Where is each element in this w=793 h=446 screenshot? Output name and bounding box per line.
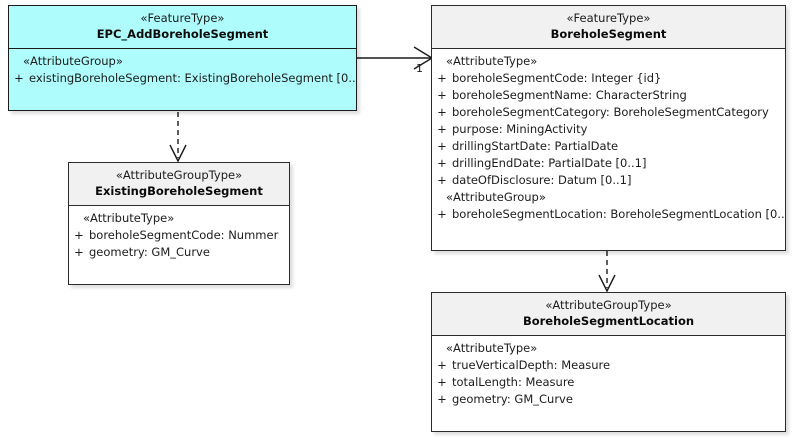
attribute-row[interactable]: + existingBoreholeSegment: ExistingBoreh… <box>9 70 356 87</box>
attribute-visibility: + <box>437 207 447 221</box>
class-box-epc-add-borehole-segment[interactable]: «FeatureType» EPC_AddBoreholeSegment «At… <box>8 5 357 111</box>
attribute-row[interactable]: + totalLength: Measure <box>432 374 785 391</box>
attribute-row[interactable]: + purpose: MiningActivity <box>432 121 785 138</box>
class-header-borehole-segment: «FeatureType» BoreholeSegment <box>432 6 785 49</box>
class-title: BoreholeSegmentLocation <box>522 314 695 328</box>
attribute-signature: boreholeSegmentCode: Integer {id} <box>452 71 662 85</box>
compartment-stereotype: «AttributeType» <box>446 341 538 355</box>
attribute-visibility: + <box>437 88 447 102</box>
attribute-visibility: + <box>14 71 24 85</box>
attribute-signature: drillingStartDate: PartialDate <box>452 139 619 153</box>
class-header-epc-add-borehole-segment: «FeatureType» EPC_AddBoreholeSegment <box>9 6 356 49</box>
class-body-epc-add-borehole-segment: «AttributeGroup» + existingBoreholeSegme… <box>9 49 356 93</box>
attribute-row[interactable]: + boreholeSegmentCode: Integer {id} <box>432 70 785 87</box>
attribute-row[interactable]: + dateOfDisclosure: Datum [0..1] <box>432 172 785 189</box>
association-multiplicity-label: 1 <box>416 62 423 75</box>
attribute-visibility: + <box>74 228 84 242</box>
attribute-row[interactable]: + drillingEndDate: PartialDate [0..1] <box>432 155 785 172</box>
attribute-signature: purpose: MiningActivity <box>452 122 588 136</box>
class-stereotype: «FeatureType» <box>140 11 225 25</box>
class-body-existing-borehole-segment: «AttributeType» + boreholeSegmentCode: N… <box>69 206 289 267</box>
attribute-signature: dateOfDisclosure: Datum [0..1] <box>452 173 632 187</box>
attribute-row[interactable]: + geometry: GM_Curve <box>69 244 289 261</box>
attribute-signature: geometry: GM_Curve <box>89 245 210 259</box>
attribute-signature: geometry: GM_Curve <box>452 392 573 406</box>
compartment-stereotype: «AttributeGroup» <box>23 54 123 68</box>
attribute-visibility: + <box>437 173 447 187</box>
attribute-signature: drillingEndDate: PartialDate [0..1] <box>452 156 647 170</box>
connector-dependency-existing-borehole-segment[interactable] <box>169 112 187 163</box>
attribute-visibility: + <box>437 358 447 372</box>
attribute-visibility: + <box>437 122 447 136</box>
class-header-existing-borehole-segment: «AttributeGroupType» ExistingBoreholeSeg… <box>69 163 289 206</box>
attribute-visibility: + <box>437 71 447 85</box>
class-box-borehole-segment-location[interactable]: «AttributeGroupType» BoreholeSegmentLoca… <box>431 292 786 432</box>
class-title: BoreholeSegment <box>550 27 667 41</box>
class-body-borehole-segment-location: «AttributeType» + trueVerticalDepth: Mea… <box>432 336 785 414</box>
attribute-signature: totalLength: Measure <box>452 375 575 389</box>
class-box-borehole-segment[interactable]: «FeatureType» BoreholeSegment «Attribute… <box>431 5 786 251</box>
class-header-borehole-segment-location: «AttributeGroupType» BoreholeSegmentLoca… <box>432 293 785 336</box>
class-body-borehole-segment: «AttributeType» + boreholeSegmentCode: I… <box>432 49 785 229</box>
attribute-signature: boreholeSegmentName: CharacterString <box>452 88 687 102</box>
attribute-visibility: + <box>74 245 84 259</box>
attribute-row[interactable]: + geometry: GM_Curve <box>432 391 785 408</box>
attribute-visibility: + <box>437 139 447 153</box>
attribute-row[interactable]: + boreholeSegmentName: CharacterString <box>432 87 785 104</box>
attribute-row[interactable]: + boreholeSegmentLocation: BoreholeSegme… <box>432 206 785 223</box>
attribute-visibility: + <box>437 156 447 170</box>
compartment-stereotype: «AttributeGroup» <box>446 190 546 204</box>
class-stereotype: «AttributeGroupType» <box>115 168 243 182</box>
attribute-signature: trueVerticalDepth: Measure <box>452 358 611 372</box>
connector-dependency-borehole-segment-location[interactable] <box>598 251 616 293</box>
class-stereotype: «FeatureType» <box>566 11 651 25</box>
class-title: ExistingBoreholeSegment <box>95 184 263 198</box>
compartment-stereotype: «AttributeType» <box>446 54 538 68</box>
attribute-visibility: + <box>437 105 447 119</box>
class-stereotype: «AttributeGroupType» <box>545 298 672 312</box>
attribute-visibility: + <box>437 375 447 389</box>
class-box-existing-borehole-segment[interactable]: «AttributeGroupType» ExistingBoreholeSeg… <box>68 162 290 285</box>
attribute-signature: boreholeSegmentLocation: BoreholeSegment… <box>452 207 786 221</box>
attribute-signature: boreholeSegmentCode: Nummer <box>89 228 279 242</box>
attribute-row[interactable]: + boreholeSegmentCode: Nummer <box>69 227 289 244</box>
attribute-row[interactable]: + boreholeSegmentCategory: BoreholeSegme… <box>432 104 785 121</box>
attribute-signature: boreholeSegmentCategory: BoreholeSegment… <box>452 105 769 119</box>
attribute-visibility: + <box>437 392 447 406</box>
class-title: EPC_AddBoreholeSegment <box>96 27 269 41</box>
attribute-row[interactable]: + drillingStartDate: PartialDate <box>432 138 785 155</box>
attribute-row[interactable]: + trueVerticalDepth: Measure <box>432 357 785 374</box>
compartment-stereotype: «AttributeType» <box>83 211 175 225</box>
attribute-signature: existingBoreholeSegment: ExistingBorehol… <box>29 71 357 85</box>
